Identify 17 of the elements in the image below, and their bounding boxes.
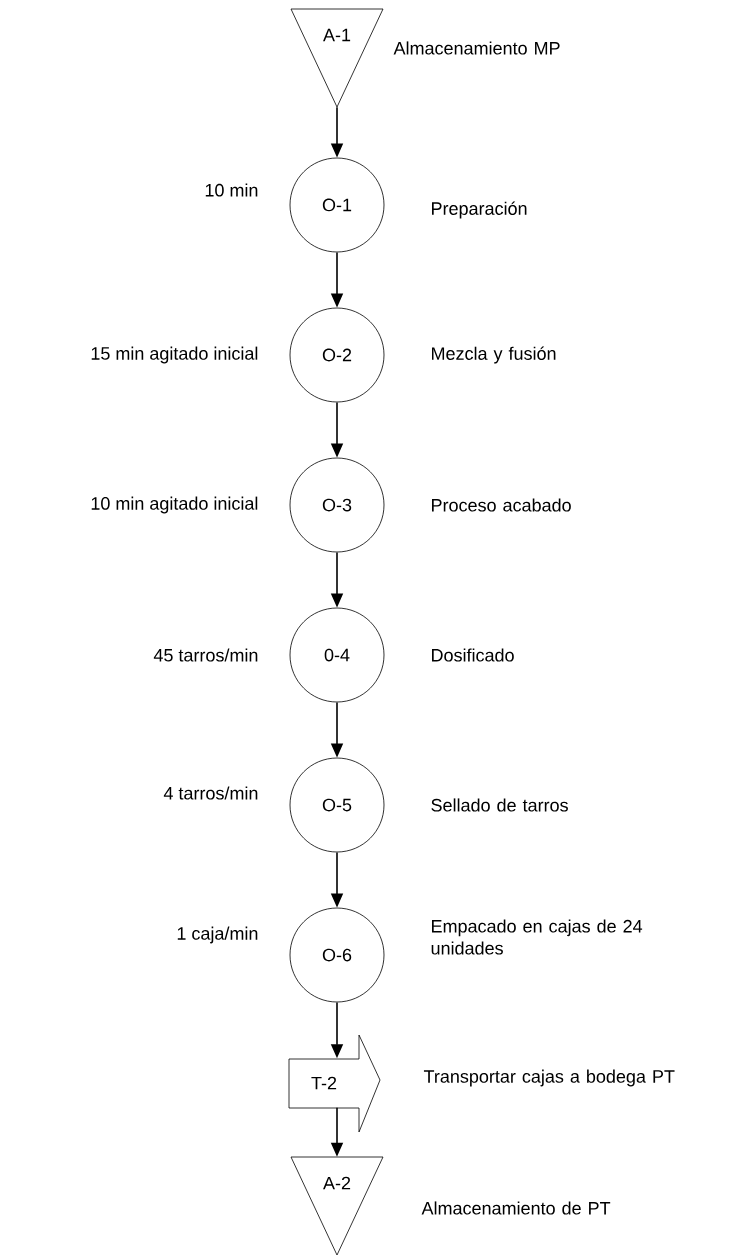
step-description: Sellado de tarros (431, 798, 568, 812)
step-description: Transportar cajas a bodega PT (423, 1069, 675, 1087)
time-note: 10 min (205, 183, 258, 197)
storage-triangle: A-1 (290, 8, 384, 108)
step-description: Almacenamiento MP (393, 41, 560, 55)
step-description: Empacado en cajas de 24 unidades (431, 919, 643, 955)
time-note: 1 caja/min (177, 926, 258, 944)
storage-triangle: A-2 (290, 1156, 384, 1255)
step-description: Dosificado (432, 648, 514, 662)
step-description: Preparación (432, 201, 527, 219)
step-description: Proceso acabado (432, 498, 571, 512)
time-note: 15 min agitado inicial (91, 346, 258, 364)
time-note: 4 tarros/min (163, 786, 258, 800)
step-description: Mezcla y fusión (432, 346, 556, 364)
step-description: Almacenamiento de PT (421, 1201, 611, 1215)
time-note: 45 tarros/min (153, 648, 258, 662)
time-note: 10 min agitado inicial (91, 496, 258, 514)
